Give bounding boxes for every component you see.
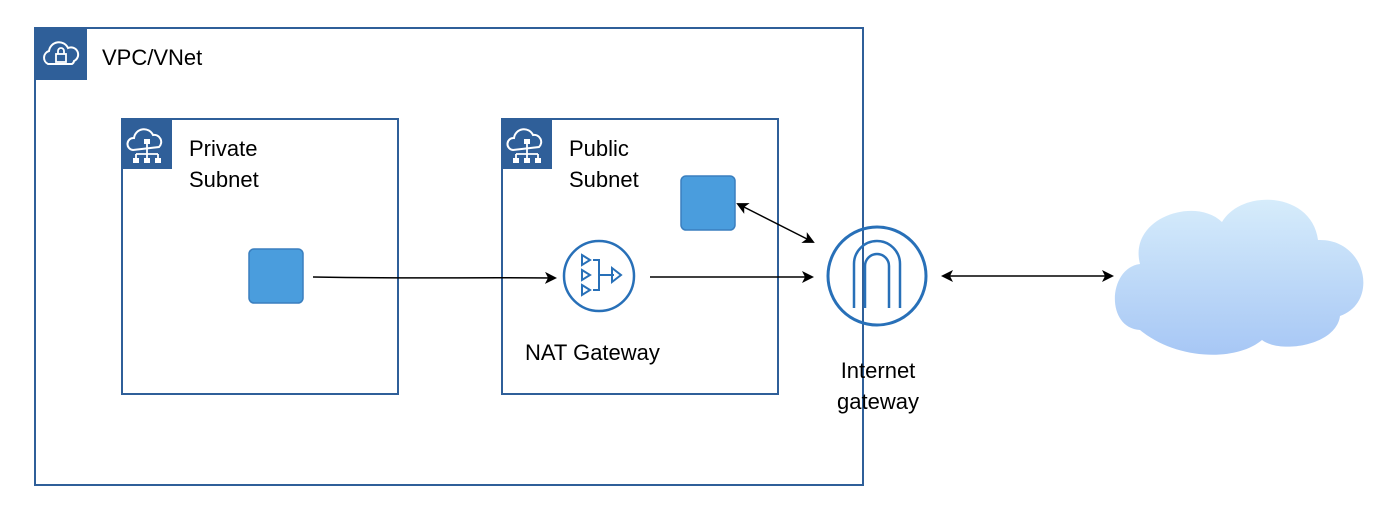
arrow-public-instance-internet-gateway <box>736 203 815 243</box>
private-instance[interactable] <box>248 248 304 304</box>
vpc-label: VPC/VNet <box>102 45 202 70</box>
private-subnet-label-line1: Private <box>189 136 257 161</box>
nat-gateway-label: NAT Gateway <box>525 340 660 365</box>
nat-gateway-icon[interactable] <box>562 239 636 313</box>
private-subnet-container: Private Subnet <box>121 118 399 395</box>
public-subnet-container: Public Subnet NAT Gateway <box>501 118 779 395</box>
public-subnet-label-line2: Subnet <box>569 167 639 192</box>
private-subnet-label-line2: Subnet <box>189 167 259 192</box>
connections <box>312 203 1114 284</box>
cloud-network-icon <box>502 119 552 169</box>
cloud-lock-icon <box>35 28 87 80</box>
public-subnet-label-line1: Public <box>569 136 629 161</box>
internet-gateway-label-line2: gateway <box>837 389 919 414</box>
cloud-icon <box>1114 199 1364 355</box>
arrow-private-to-nat <box>312 271 557 284</box>
public-instance[interactable] <box>680 175 736 231</box>
internet-gateway-label-line1: Internet <box>841 358 916 383</box>
vpc-container: VPC/VNet <box>34 27 864 486</box>
internet-gateway-icon[interactable] <box>826 225 928 327</box>
cloud-network-icon <box>122 119 172 169</box>
